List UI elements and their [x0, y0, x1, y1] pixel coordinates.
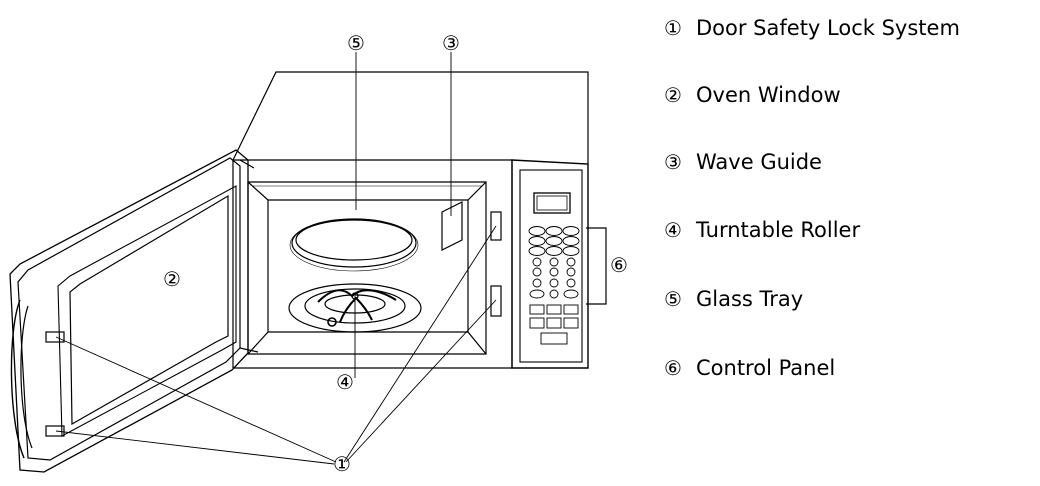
legend-item-oven-window: ② Oven Window	[662, 77, 841, 113]
legend-item-door-safety-lock: ① Door Safety Lock System	[662, 10, 960, 46]
turntable-roller	[288, 283, 422, 378]
wave-guide	[441, 201, 463, 251]
microwave-illustration: ⑤ ③ ② ⑥ ④ ①	[9, 31, 628, 476]
control-panel-bracket	[586, 227, 607, 305]
callout-3: ③	[442, 31, 460, 55]
legend-number: ①	[664, 16, 682, 40]
legend-item-turntable-roller: ④ Turntable Roller	[662, 212, 860, 248]
glass-tray	[289, 218, 419, 272]
leader-lines	[55, 52, 497, 465]
callout-6: ⑥	[610, 253, 628, 277]
legend-number: ④	[664, 218, 682, 242]
legend-label: Door Safety Lock System	[696, 16, 960, 40]
legend-item-wave-guide: ③ Wave Guide	[662, 144, 822, 180]
legend-label: Turntable Roller	[696, 218, 861, 242]
door-latch-holes	[490, 211, 502, 317]
oven-door	[9, 149, 259, 473]
callout-4: ④	[336, 370, 354, 394]
legend-label: Control Panel	[696, 356, 836, 380]
legend-number: ②	[664, 83, 682, 107]
legend-label: Oven Window	[696, 83, 841, 107]
legend-label: Glass Tray	[696, 287, 804, 311]
callout-2: ②	[163, 267, 181, 291]
legend-number: ③	[664, 150, 682, 174]
control-panel	[519, 169, 583, 363]
callout-1: ①	[333, 452, 351, 476]
callout-5: ⑤	[347, 31, 365, 55]
legend-item-control-panel: ⑥ Control Panel	[662, 350, 835, 386]
legend-item-glass-tray: ⑤ Glass Tray	[662, 281, 803, 317]
legend-number: ⑥	[664, 356, 682, 380]
legend-number: ⑤	[664, 287, 682, 311]
oven-cabinet	[232, 71, 589, 369]
legend-label: Wave Guide	[696, 150, 822, 174]
